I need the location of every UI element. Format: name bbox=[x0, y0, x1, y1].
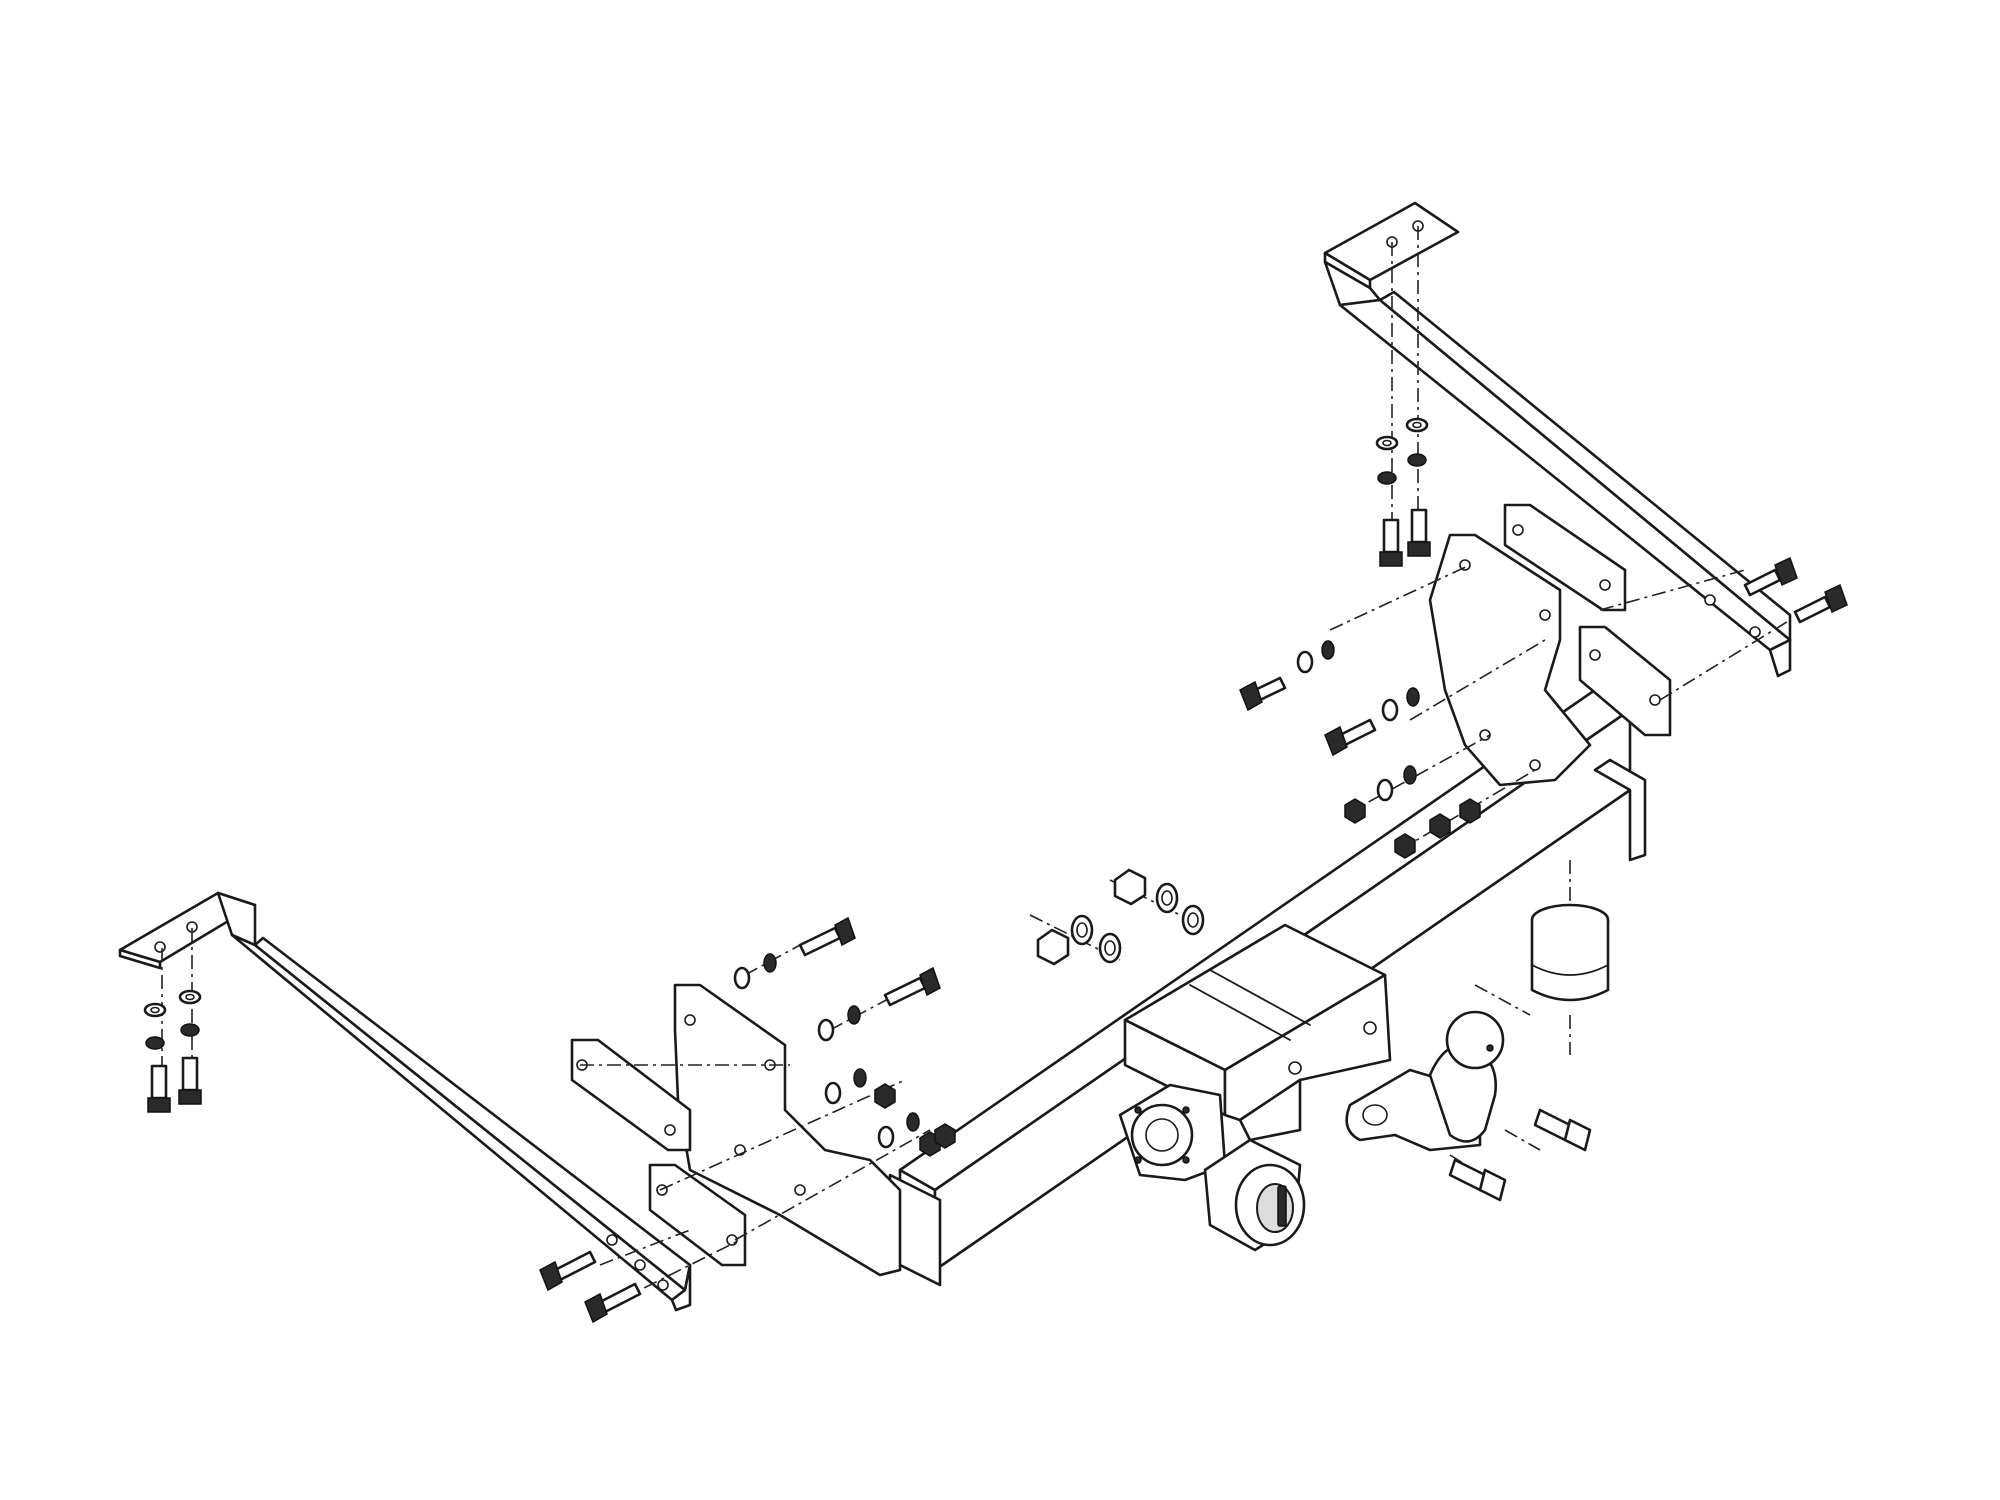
bolt-left-vertical-1 bbox=[147, 1064, 171, 1113]
bolt-left-arm-2 bbox=[584, 1282, 642, 1324]
bolt-right-plate-2 bbox=[1324, 718, 1377, 757]
nuts bbox=[874, 798, 1481, 1157]
bolt-right-arm-2 bbox=[1793, 583, 1848, 624]
socket-plate bbox=[1118, 1083, 1227, 1182]
bolt-left-vertical-2 bbox=[178, 1056, 202, 1105]
bolt-left-plate-1 bbox=[798, 916, 856, 957]
bolt-left-plate-2 bbox=[883, 966, 941, 1007]
ball-cover-cap bbox=[1530, 860, 1610, 1055]
bolt-right-arm-1 bbox=[1743, 556, 1798, 597]
bolt-right-plate-1 bbox=[1239, 676, 1287, 712]
bolt-towball-1 bbox=[1533, 1108, 1592, 1152]
bolt-right-vertical-2 bbox=[1407, 508, 1431, 557]
bolt-right-vertical-1 bbox=[1379, 518, 1403, 567]
washers bbox=[143, 417, 1429, 1149]
right-spacer-plates bbox=[1503, 503, 1672, 737]
bolt-towball-2 bbox=[1448, 1158, 1507, 1202]
bolts bbox=[147, 508, 1848, 1324]
tow-ball-neck bbox=[1345, 1010, 1505, 1152]
bolt-left-arm-1 bbox=[539, 1250, 597, 1292]
left-side-arm bbox=[118, 891, 692, 1312]
electrical-socket bbox=[1203, 1138, 1306, 1252]
left-spacer-plates bbox=[570, 1038, 747, 1267]
right-side-arm bbox=[1323, 201, 1792, 678]
